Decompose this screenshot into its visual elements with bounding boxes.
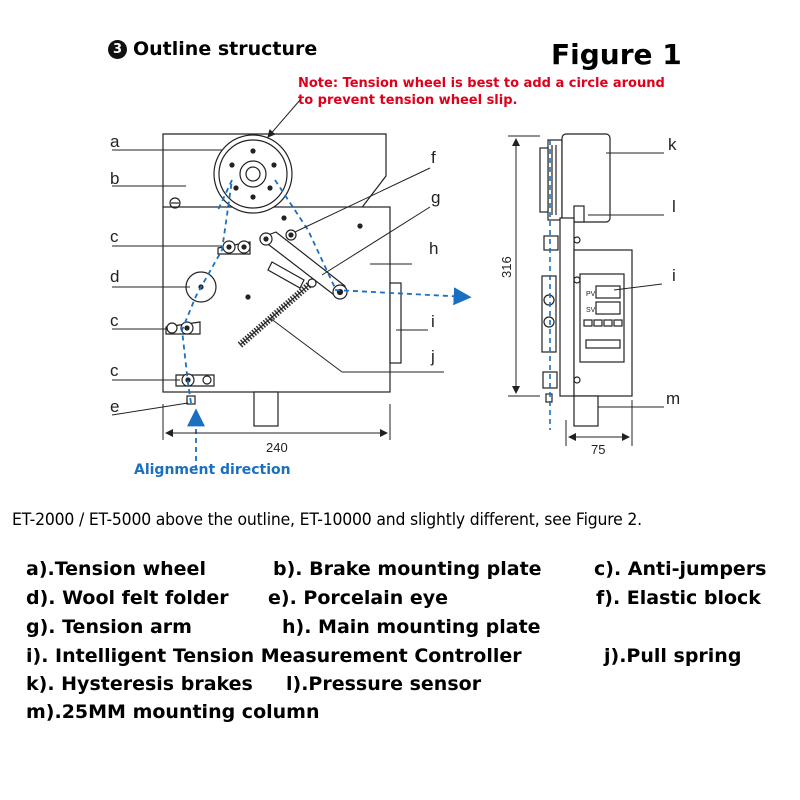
top-screw: [169, 197, 181, 209]
legend-c: c). Anti-jumpers: [594, 558, 767, 580]
figure-title: Figure 1: [551, 38, 682, 71]
legend-e: e). Porcelain eye: [268, 587, 449, 609]
controller-buttons: [583, 319, 623, 349]
legend-j: j).Pull spring: [604, 645, 742, 667]
legend-i: i). Intelligent Tension Measurement Cont…: [26, 645, 522, 667]
elastic-block: [285, 229, 297, 241]
label-d: d: [110, 267, 119, 286]
label-g: g: [431, 188, 440, 207]
legend-l: l).Pressure sensor: [286, 673, 482, 695]
label-l: l: [672, 197, 676, 216]
label-i-front: i: [431, 312, 435, 331]
label-a: a: [110, 132, 120, 151]
hysteresis-brake: [539, 133, 611, 223]
pull-spring: [237, 278, 317, 348]
label-f: f: [431, 148, 436, 167]
note-line-1: Note: Tension wheel is best to add a cir…: [298, 76, 665, 91]
anti-jumper-3: [175, 373, 215, 387]
dimension-depth-text: 75: [591, 442, 605, 457]
label-h: h: [429, 239, 438, 258]
side-back-plate: [559, 217, 575, 397]
sv-display: [595, 301, 621, 315]
side-mounting-column: [573, 395, 599, 427]
front-leaders: [111, 99, 444, 416]
legend-k: k). Hysteresis brakes: [26, 673, 253, 695]
thread-path: [181, 179, 472, 470]
pv-display: [595, 285, 621, 299]
side-view: [539, 133, 633, 427]
legend-g: g). Tension arm: [26, 616, 192, 638]
legend-b: b). Brake mounting plate: [273, 558, 542, 580]
sv-label: SV: [586, 307, 596, 314]
legend-h: h). Main mounting plate: [282, 616, 541, 638]
dimension-height-text: 316: [499, 256, 514, 278]
anti-jumper-1: [217, 240, 251, 255]
depth-dimension: [565, 400, 633, 446]
label-k: k: [668, 135, 677, 154]
section-title-text: Outline structure: [133, 38, 318, 60]
legend-f: f). Elastic block: [596, 587, 761, 609]
label-m: m: [666, 389, 680, 408]
legend-m: m).25MM mounting column: [26, 701, 320, 723]
pv-label: PV: [586, 291, 596, 298]
note-line-2: to prevent tension wheel slip.: [298, 93, 518, 108]
legend-a: a).Tension wheel: [26, 558, 206, 580]
tension-wheel: [213, 134, 293, 214]
label-c-3: c: [110, 361, 119, 380]
front-view: [162, 133, 402, 427]
section-number-badge: 3: [108, 40, 127, 59]
label-j: j: [430, 347, 435, 366]
mounting-column: [253, 391, 279, 427]
label-e: e: [110, 397, 119, 416]
outline-diagram: a b c d c c e f g h i j k l i m PV SV 24…: [110, 99, 680, 478]
front-controller-edge: [389, 282, 402, 364]
label-b: b: [110, 169, 119, 188]
side-leaders: [588, 152, 664, 408]
label-c-1: c: [110, 227, 119, 246]
section-title: 3 Outline structure: [108, 38, 317, 60]
tension-arm: [258, 231, 348, 300]
alignment-direction-label: Alignment direction: [134, 462, 291, 478]
legend-d: d). Wool felt folder: [26, 587, 229, 609]
figure-caption: ET-2000 / ET-5000 above the outline, ET-…: [12, 510, 642, 530]
label-c-2: c: [110, 311, 119, 330]
side-guides: [541, 235, 581, 389]
dimension-width-text: 240: [266, 440, 288, 455]
height-dimension: [508, 135, 540, 397]
pressure-sensor: [573, 205, 585, 223]
width-dimension: [162, 404, 391, 440]
label-i-side: i: [672, 266, 676, 285]
